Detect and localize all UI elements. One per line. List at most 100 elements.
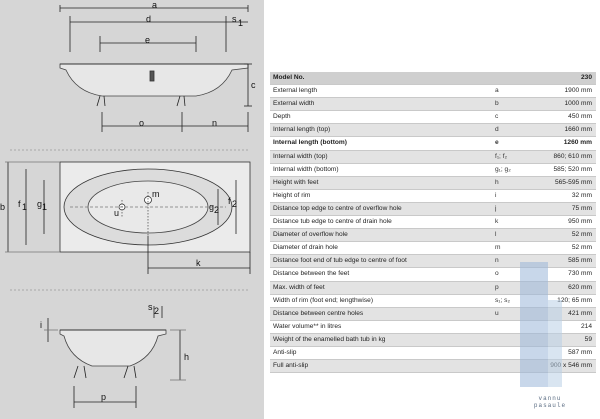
row-symbol: h <box>495 176 535 190</box>
dim-label-a: a <box>152 0 157 10</box>
row-label: Weight of the enamelled bath tub in kg <box>270 333 495 347</box>
dim-label-h: h <box>184 352 189 362</box>
bathtub-technical-drawing: a d s 1 e c o n b f 1 g 1 f 2 g 2 m u k <box>0 0 256 408</box>
row-label: Diameter of drain hole <box>270 241 495 256</box>
dim-label-n: n <box>212 118 217 128</box>
dim-label-s1-sub: 1 <box>238 18 243 28</box>
dim-label-s1: s <box>232 14 237 24</box>
watermark-bar <box>520 262 548 387</box>
row-value: 730 mm <box>535 267 596 282</box>
watermark-line1: vannu <box>538 395 562 402</box>
row-symbol: b <box>495 97 535 112</box>
table-row: Distance foot end of tub edge to centre … <box>270 254 596 269</box>
row-value: 32 mm <box>535 189 596 203</box>
dim-label-g2-sub: 2 <box>214 205 219 215</box>
row-symbol: g₁; g₂ <box>495 163 535 177</box>
dim-label-f2: f <box>228 196 231 206</box>
row-symbol: a <box>495 84 535 99</box>
row-symbol: f₁; f₂ <box>495 150 535 164</box>
row-value: 1660 mm <box>535 123 596 138</box>
row-label: External length <box>270 84 495 99</box>
row-symbol: j <box>495 202 535 217</box>
row-label: Max. width of feet <box>270 281 495 295</box>
row-label: Height of rim <box>270 189 495 203</box>
dim-label-s2-sub: 2 <box>154 306 159 316</box>
dim-label-i: i <box>40 320 42 330</box>
dim-label-f1: f <box>18 199 21 209</box>
row-label: Width of rim (foot end; lengthwise) <box>270 294 495 308</box>
dim-label-b: b <box>0 202 5 212</box>
row-value: 230 <box>535 72 596 86</box>
row-symbol: l <box>495 228 535 243</box>
row-label: Depth <box>270 110 495 125</box>
row-value: 52 mm <box>535 228 596 243</box>
row-label: Internal width (bottom) <box>270 163 495 177</box>
dim-label-o: o <box>139 118 144 128</box>
row-label: Height with feet <box>270 176 495 190</box>
dim-label-m: m <box>152 189 160 199</box>
watermark: vannu pasaule <box>510 395 590 409</box>
row-label: Internal width (top) <box>270 150 495 164</box>
row-symbol <box>495 72 535 86</box>
dim-label-g1: g <box>37 199 42 209</box>
row-label: Full anti-slip <box>270 359 495 374</box>
row-symbol: m <box>495 241 535 256</box>
table-row: Distance tub edge to centre of drain hol… <box>270 215 596 230</box>
row-value: 1900 mm <box>535 84 596 99</box>
row-symbol: e <box>495 136 535 151</box>
watermark-line2: pasaule <box>533 402 567 409</box>
row-symbol: i <box>495 189 535 203</box>
row-label: Distance tub edge to centre of drain hol… <box>270 215 495 230</box>
row-value: 1260 mm <box>535 136 596 151</box>
dim-label-d: d <box>146 14 151 24</box>
row-value: 585; 520 mm <box>535 163 596 177</box>
dim-label-g2: g <box>209 202 214 212</box>
row-value: 565-595 mm <box>535 176 596 190</box>
row-symbol: c <box>495 110 535 125</box>
row-label: Water volume** in litres <box>270 320 495 334</box>
row-label: Distance between the feet <box>270 267 495 282</box>
row-label: Distance foot end of tub edge to centre … <box>270 254 495 269</box>
dim-label-p: p <box>101 392 106 402</box>
row-value: 620 mm <box>535 281 596 295</box>
row-label: Internal length (bottom) <box>270 136 495 151</box>
table-row: Distance top edge to centre of overflow … <box>270 202 596 217</box>
dim-label-s2: s <box>148 302 153 312</box>
row-symbol: k <box>495 215 535 230</box>
row-label: Diameter of overflow hole <box>270 228 495 243</box>
dim-label-f2-sub: 2 <box>232 199 237 209</box>
dim-label-k: k <box>196 258 201 268</box>
dim-label-g1-sub: 1 <box>42 202 47 212</box>
row-symbol: d <box>495 123 535 138</box>
row-label: Distance between centre holes <box>270 307 495 321</box>
table-row: Model No.230 <box>270 72 596 86</box>
row-value: 450 mm <box>535 110 596 125</box>
row-value: 75 mm <box>535 202 596 217</box>
technical-drawing-panel: a d s 1 e c o n b f 1 g 1 f 2 g 2 m u k <box>0 0 264 419</box>
dim-label-e: e <box>145 35 150 45</box>
dim-label-c: c <box>251 80 256 90</box>
dim-label-f1-sub: 1 <box>22 202 27 212</box>
row-value: 950 mm <box>535 215 596 230</box>
row-value: 585 mm <box>535 254 596 269</box>
row-label: External width <box>270 97 495 112</box>
row-value: 52 mm <box>535 241 596 256</box>
row-label: Internal length (top) <box>270 123 495 138</box>
row-value: 1000 mm <box>535 97 596 112</box>
